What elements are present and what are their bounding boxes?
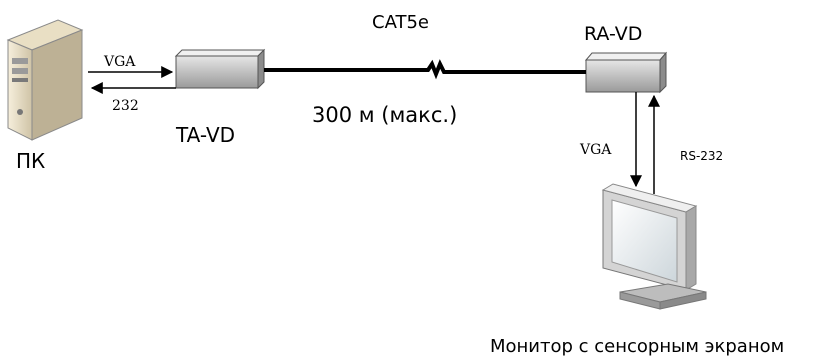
pc-tower-icon: [6, 19, 84, 141]
vga-monitor-label: VGA: [579, 142, 612, 158]
distance-label: 300 м (макс.): [312, 103, 457, 127]
ta-vd-device-icon: [174, 48, 266, 90]
vga-pc-label: VGA: [103, 54, 136, 70]
pc-label: ПК: [16, 149, 45, 173]
rs232-pc-label: 232: [112, 98, 139, 114]
cat5e-cable-line: [264, 59, 586, 80]
monitor-label: Монитор с сенсорным экраном: [490, 336, 784, 357]
rs232-monitor-label: RS-232: [680, 149, 723, 163]
touch-monitor-icon: [601, 183, 707, 310]
ra-vd-device-icon: [584, 51, 668, 94]
cable-type-label: CAT5e: [372, 12, 429, 33]
ta-vd-label: TA-VD: [175, 123, 235, 147]
ra-vd-label: RA-VD: [584, 23, 642, 45]
